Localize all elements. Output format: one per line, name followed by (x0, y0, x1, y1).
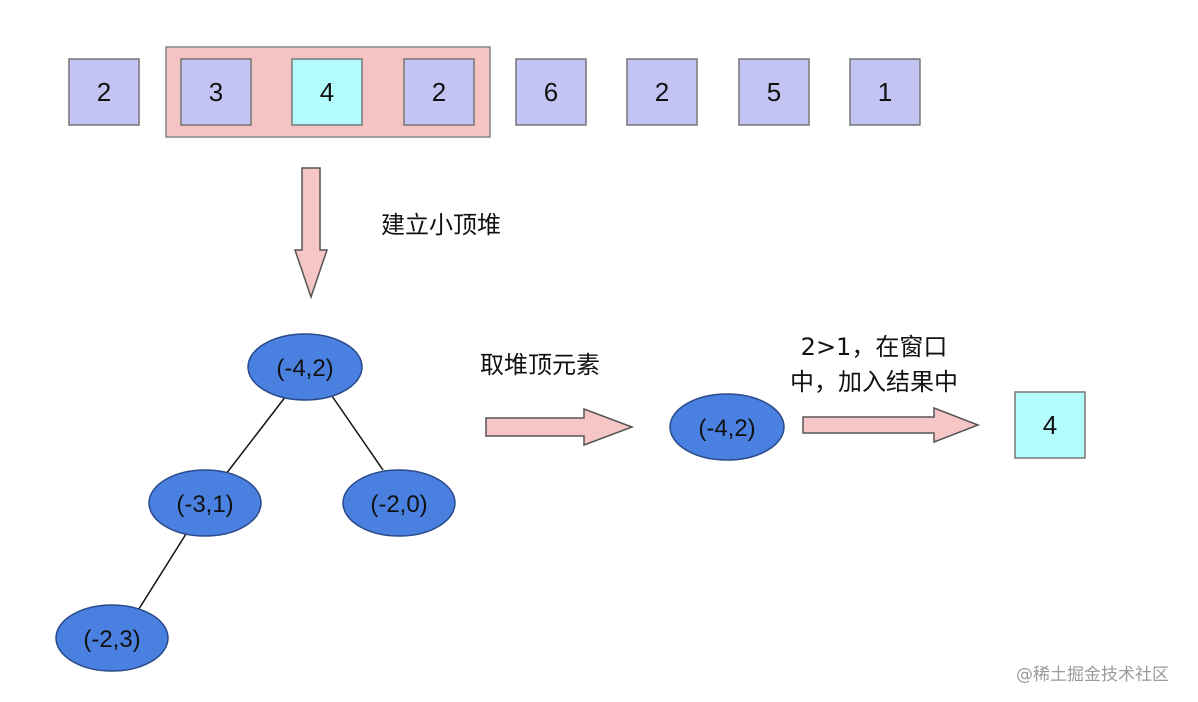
heap-node-root: (-4,2) (247, 333, 363, 401)
heap-edge-root-left (225, 395, 287, 475)
array-cell-7: 1 (849, 58, 921, 126)
heap-edge-left-leftleft (136, 533, 187, 613)
arrow-right-icon (485, 407, 635, 447)
array-cell-7-label: 1 (878, 77, 892, 107)
array-cell-0-label: 2 (97, 77, 111, 107)
array-cell-2: 4 (291, 58, 363, 126)
array-cell-1: 3 (180, 58, 252, 126)
heap-node-right: (-2,0) (342, 469, 456, 537)
result-cell-label: 4 (1043, 410, 1057, 440)
array-cell-5: 2 (626, 58, 698, 126)
condition-label-line1: 2>1，在窗口 (800, 333, 948, 361)
array-cell-6: 5 (738, 58, 810, 126)
array-cell-3-label: 2 (432, 77, 446, 107)
watermark: @稀土掘金技术社区 (1016, 665, 1169, 685)
heap-node-left-left: (-2,3) (55, 604, 169, 672)
condition-label: 2>1，在窗口 中，加入结果中 (790, 330, 958, 400)
heap-node-root-label: (-4,2) (276, 355, 333, 382)
arrow-down-icon (293, 167, 329, 300)
array-cell-6-label: 5 (767, 77, 781, 107)
heap-node-left-left-label: (-2,3) (83, 626, 140, 653)
arrow-right-icon-2 (802, 406, 981, 444)
array-cell-1-label: 3 (209, 77, 223, 107)
heap-node-left-label: (-3,1) (176, 491, 233, 518)
heap-edge-root-right (331, 395, 384, 471)
heap-node-left: (-3,1) (148, 469, 262, 537)
array-cell-0: 2 (68, 58, 140, 126)
heap-node-right-label: (-2,0) (370, 491, 427, 518)
result-cell: 4 (1014, 391, 1086, 459)
popped-node: (-4,2) (669, 393, 785, 461)
array-cell-2-label: 4 (320, 77, 334, 107)
condition-label-line2: 中，加入结果中 (790, 367, 958, 396)
array-cell-4: 6 (515, 58, 587, 126)
build-heap-label: 建立小顶堆 (381, 211, 501, 239)
popped-node-label: (-4,2) (698, 415, 755, 442)
pop-top-label: 取堆顶元素 (480, 351, 600, 379)
array-cell-3: 2 (403, 58, 475, 126)
array-cell-4-label: 6 (544, 77, 558, 107)
array-cell-5-label: 2 (655, 77, 669, 107)
